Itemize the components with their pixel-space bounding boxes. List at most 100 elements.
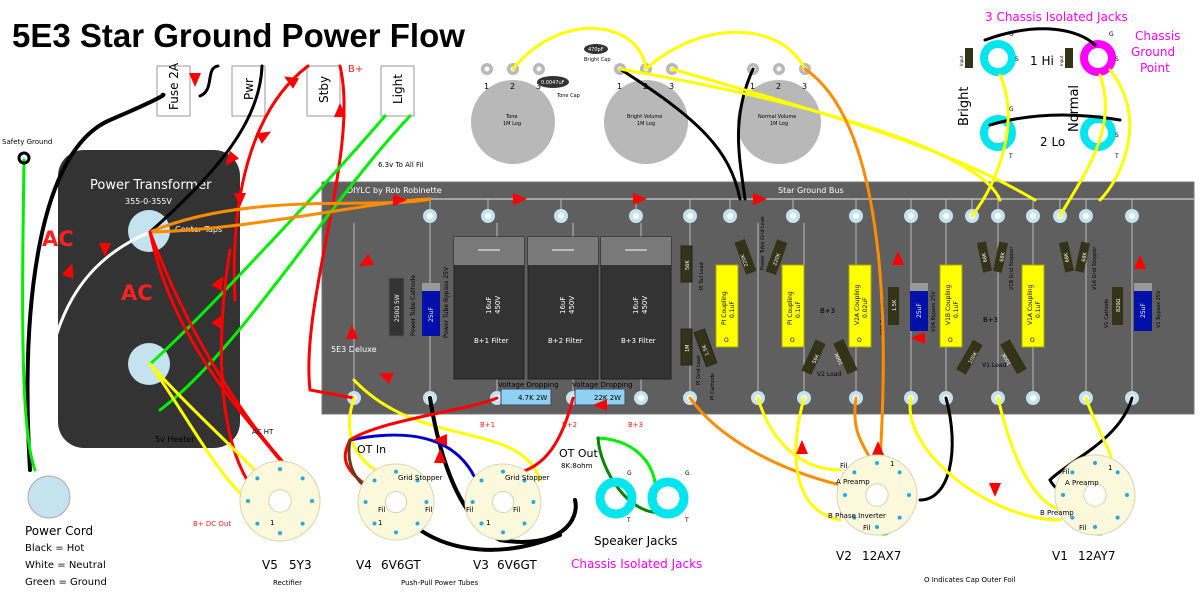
tube-socket-v2[interactable] bbox=[836, 454, 918, 536]
tube-pin-label: Grid Stopper bbox=[398, 474, 443, 482]
tube-v1-label: V1 bbox=[1052, 549, 1068, 563]
normal-hi-jack[interactable] bbox=[1080, 40, 1116, 76]
safety-ground-label: Safety Ground bbox=[2, 138, 52, 146]
svg-text:Voltage Dropping: Voltage Dropping bbox=[572, 381, 633, 389]
wire bbox=[803, 67, 885, 462]
svg-text:1M Log: 1M Log bbox=[637, 121, 655, 127]
tube-v3-type: 6V6GT bbox=[497, 558, 537, 572]
star-ground-bus-label: Star Ground Bus bbox=[778, 186, 844, 195]
input-resistor-bright: Input bbox=[959, 48, 973, 68]
flow-arrow-icon bbox=[334, 103, 346, 117]
flow-arrow-icon bbox=[393, 194, 407, 206]
tube-pin-label: Fil bbox=[840, 462, 847, 470]
standby-switch[interactable]: Stby bbox=[306, 65, 341, 117]
tube-v5-type: 5Y3 bbox=[289, 558, 312, 572]
svg-text:1: 1 bbox=[484, 82, 489, 91]
jack-pin-label: G bbox=[1009, 31, 1014, 38]
bright-lo-jack[interactable] bbox=[980, 115, 1016, 151]
wire bbox=[644, 30, 807, 71]
tube-v3-label: V3 bbox=[473, 558, 489, 572]
chassis-isolated-jacks-label: Chassis Isolated Jacks bbox=[571, 557, 702, 571]
fuse-2a[interactable]: Fuse 2A bbox=[156, 62, 191, 117]
tube-socket-v1[interactable] bbox=[1054, 454, 1136, 536]
speaker-jack-1[interactable] bbox=[595, 477, 637, 519]
speaker-jacks-label: Speaker Jacks bbox=[594, 534, 677, 548]
heater-5v-label: 5v Heater bbox=[155, 435, 195, 444]
hi-label: 1 Hi bbox=[1030, 54, 1054, 68]
svg-text:3: 3 bbox=[802, 82, 807, 91]
svg-text:0.1uF: 0.1uF bbox=[729, 301, 736, 318]
svg-text:1: 1 bbox=[750, 82, 755, 91]
wire bbox=[908, 396, 1062, 522]
wire bbox=[38, 230, 152, 482]
flow-arrow-icon bbox=[283, 76, 300, 89]
input-resistor-normal: Input bbox=[1059, 48, 1073, 68]
svg-text:PI Grid Leak: PI Grid Leak bbox=[696, 355, 702, 385]
tube-pin-label: Fil bbox=[378, 506, 385, 514]
bright-label: Bright bbox=[957, 87, 972, 126]
bright-hi-jack[interactable] bbox=[980, 40, 1016, 76]
lo-label: 2 Lo bbox=[1040, 135, 1065, 149]
svg-text:Tone Cap: Tone Cap bbox=[556, 93, 580, 99]
tube-pin-label: 1 bbox=[270, 519, 274, 527]
tube-socket-v5[interactable] bbox=[239, 460, 321, 542]
tube-pin-label: Fil bbox=[863, 524, 870, 532]
svg-text:450V: 450V bbox=[568, 296, 576, 314]
flow-arrow-icon bbox=[796, 440, 808, 454]
jack-pin-label: T bbox=[626, 517, 631, 524]
ot-ratio-label: 8K:8ohm bbox=[561, 462, 593, 470]
flow-arrow-icon bbox=[346, 325, 358, 339]
svg-text:0.0047uF: 0.0047uF bbox=[541, 80, 565, 86]
flow-arrow-icon bbox=[753, 193, 767, 205]
speaker-jack-2[interactable] bbox=[647, 477, 689, 519]
svg-text:V1A Coupling: V1A Coupling bbox=[1027, 284, 1034, 325]
jack-pin-label: G bbox=[685, 470, 690, 477]
jack-pin-label: S bbox=[1115, 56, 1119, 63]
chassis-ground-point-label-2: Ground bbox=[1131, 45, 1175, 59]
svg-text:Power Tube Bypass 25V: Power Tube Bypass 25V bbox=[443, 266, 450, 338]
wire bbox=[970, 73, 1010, 218]
flow-arrow-icon bbox=[225, 150, 240, 166]
flow-arrow-icon bbox=[1134, 255, 1146, 269]
tube-pin-label: Fil bbox=[425, 506, 432, 514]
pilot-light: Light bbox=[380, 65, 415, 117]
wire bbox=[148, 114, 387, 366]
ac-ht-label: AC HT bbox=[252, 428, 274, 436]
wire bbox=[25, 92, 166, 472]
power-cord-line: White = Neutral bbox=[25, 560, 106, 571]
tube-socket-v4[interactable] bbox=[357, 463, 435, 541]
ac-label-2: AC bbox=[121, 281, 153, 305]
svg-text:B+1 Filter: B+1 Filter bbox=[474, 337, 509, 345]
svg-text:1: 1 bbox=[617, 82, 622, 91]
tube-v2-type: 12AX7 bbox=[862, 549, 901, 563]
svg-text:B+3 Filter: B+3 Filter bbox=[621, 337, 656, 345]
pt-bypass-cap: 25uF Power Tube Bypass 25V bbox=[422, 266, 450, 338]
jack-pin-label: G bbox=[1009, 106, 1014, 113]
wire bbox=[688, 396, 842, 487]
chassis-ground-point-label-3: Point bbox=[1140, 61, 1170, 75]
svg-text:450V: 450V bbox=[494, 296, 502, 314]
ac-label-1: AC bbox=[42, 227, 74, 251]
svg-text:2: 2 bbox=[776, 82, 781, 91]
tube-pin-label: B Preamp bbox=[1040, 509, 1074, 517]
svg-text:68K: 68K bbox=[1081, 251, 1089, 262]
wire bbox=[148, 64, 264, 234]
svg-text:0.1uF: 0.1uF bbox=[953, 301, 960, 318]
tube-pin-label: 1 bbox=[486, 519, 490, 527]
jack-pin-label: T bbox=[1008, 153, 1013, 160]
svg-text:Stby: Stby bbox=[317, 76, 331, 103]
svg-text:Power Tube Cathode: Power Tube Cathode bbox=[410, 274, 417, 336]
dropping-resistor-4k7: Voltage Dropping 4.7K 2W bbox=[498, 381, 559, 406]
svg-text:220K: 220K bbox=[772, 252, 782, 267]
tube-socket-v3[interactable] bbox=[464, 463, 542, 541]
svg-text:Input: Input bbox=[1059, 55, 1064, 66]
